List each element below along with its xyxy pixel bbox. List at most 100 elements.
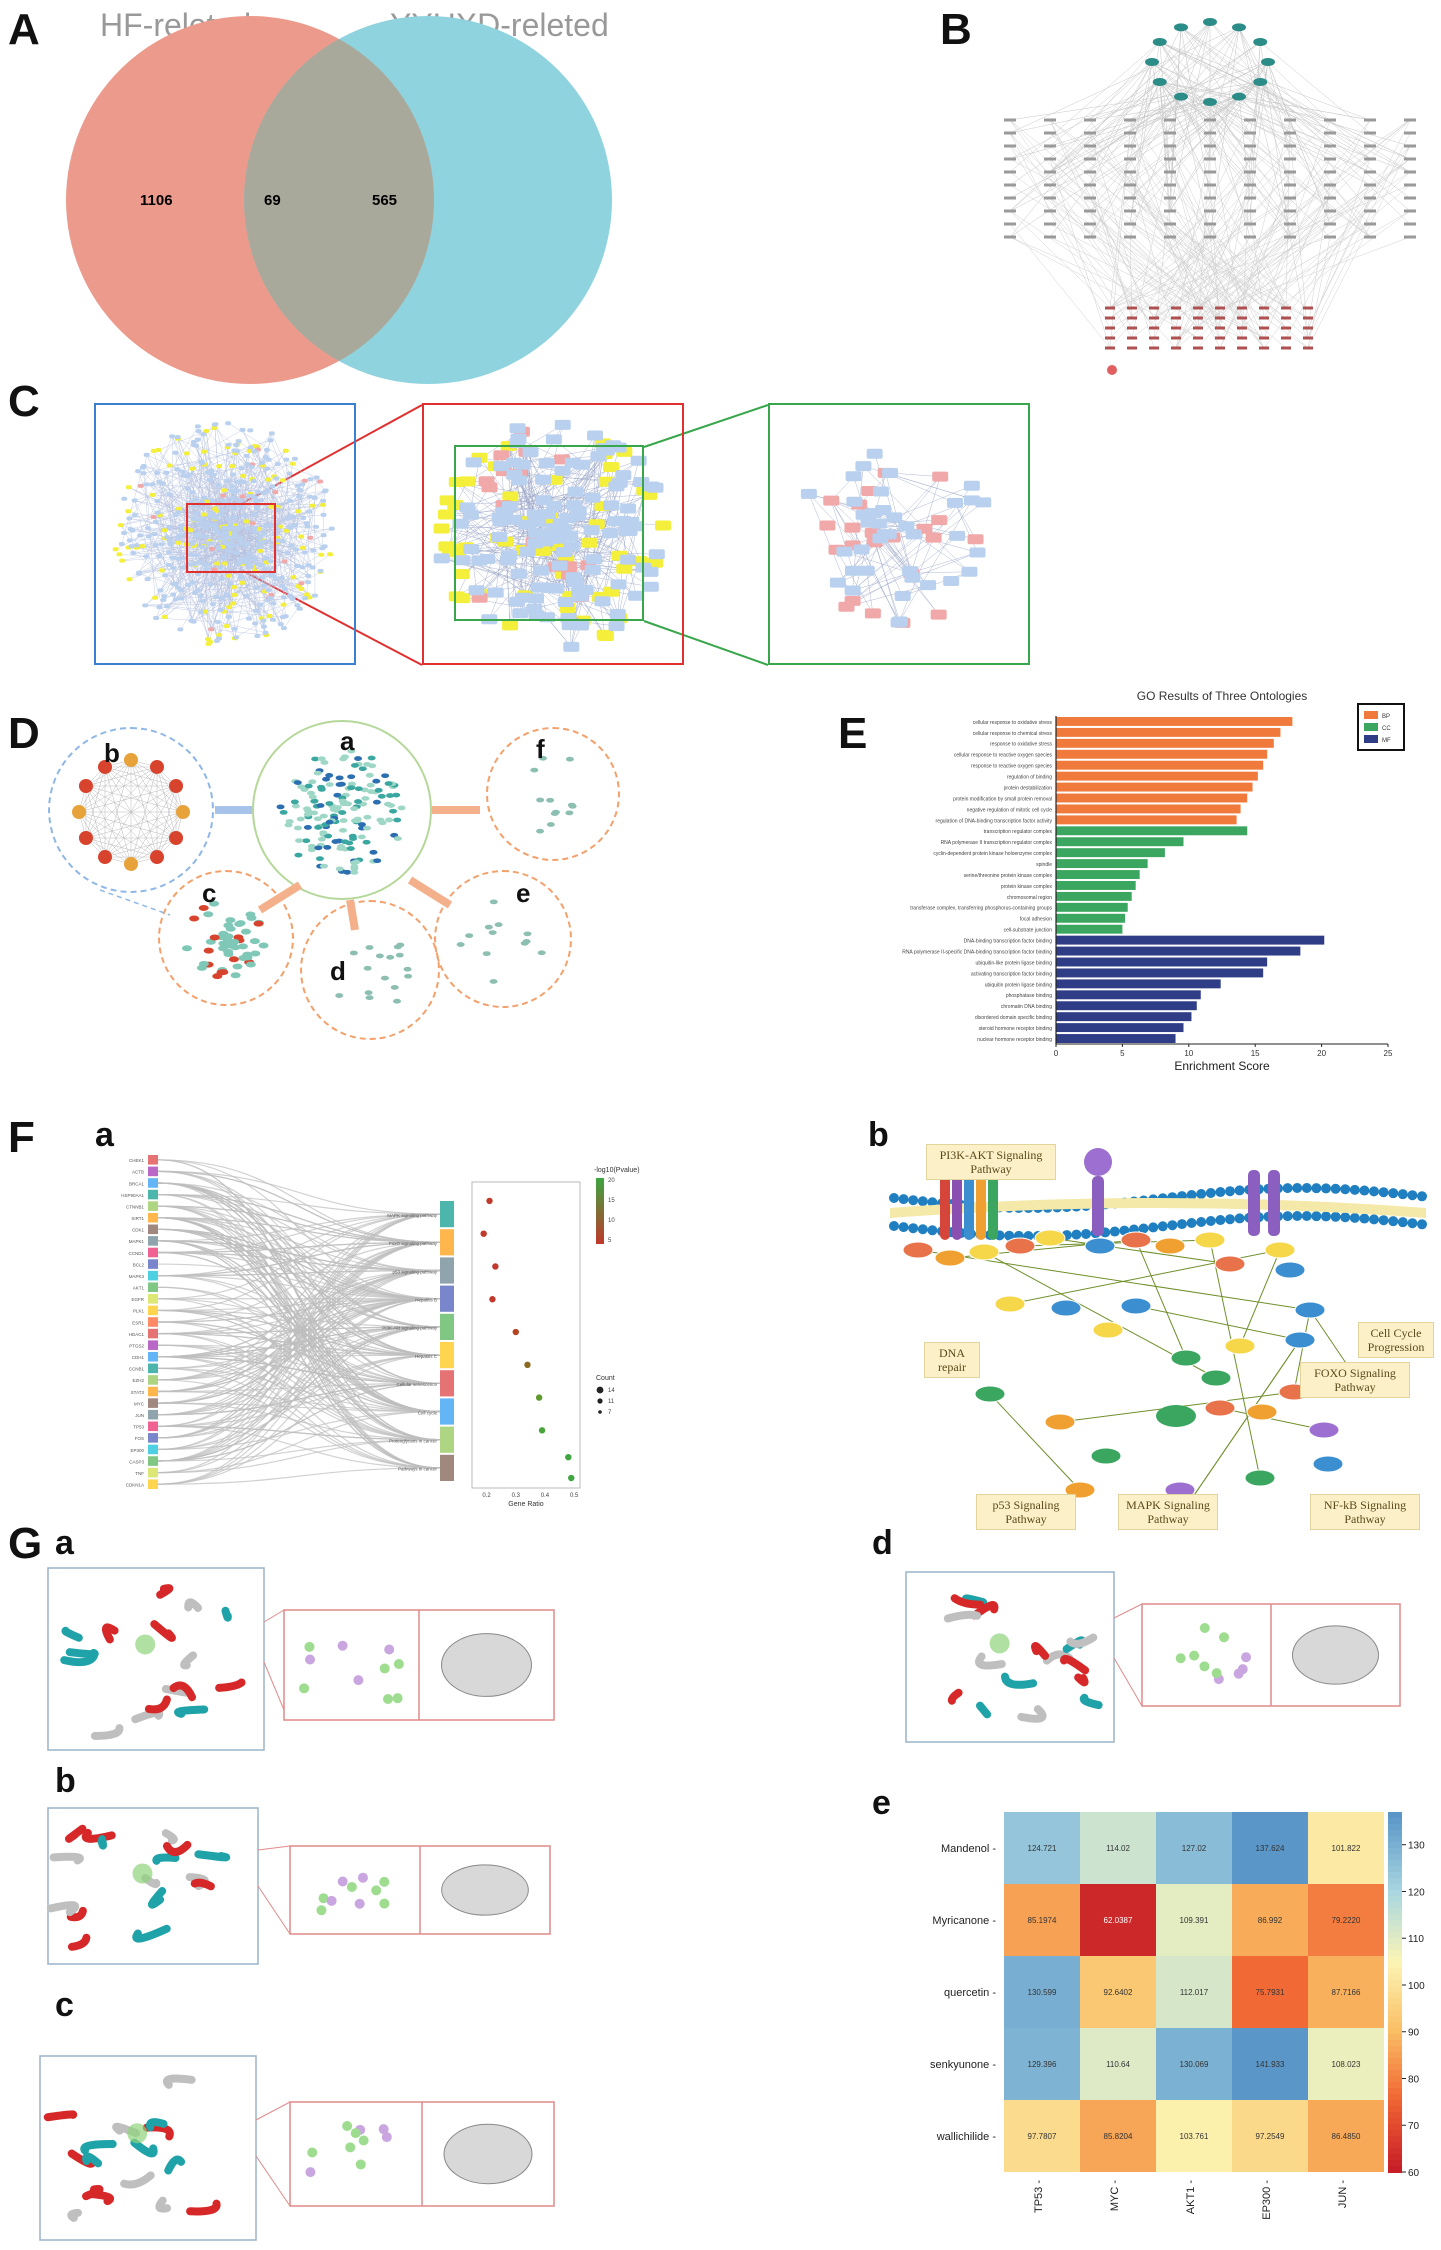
sankey-flow: [157, 1321, 441, 1384]
colorbar-segment: [1388, 1878, 1402, 1885]
ppi-edge: [202, 578, 222, 601]
module-node: [374, 787, 383, 793]
gene-block: [148, 1479, 158, 1489]
disease-node: [1259, 326, 1269, 330]
protein-node: [943, 576, 960, 587]
module-edge: [104, 766, 177, 787]
residue-node: [337, 1876, 348, 1887]
protein-node: [844, 595, 861, 606]
protein-node: [294, 564, 301, 569]
network-edge: [1169, 21, 1211, 134]
network-edge: [1153, 171, 1291, 319]
heatmap-cell: [1308, 2028, 1384, 2100]
module-edge: [85, 759, 132, 839]
network-edge: [1169, 101, 1211, 147]
module-edge: [104, 759, 132, 858]
arrow-to-c: [257, 881, 303, 914]
protein-node: [609, 608, 626, 619]
protein-node: [1044, 1413, 1076, 1431]
protein-node: [279, 478, 286, 483]
pathway-block: [440, 1201, 454, 1228]
pathway-block: [440, 1285, 454, 1312]
target-node: [1364, 144, 1376, 148]
protein-node: [307, 477, 314, 482]
colorbar-tick-label: 120: [1408, 1887, 1425, 1898]
protein-node: [139, 465, 146, 470]
module-node: [403, 966, 412, 972]
residue-node: [383, 1694, 394, 1705]
protein-node: [213, 595, 220, 600]
ingredient-node: [1253, 38, 1268, 46]
target-node: [1244, 144, 1256, 148]
network-edge: [1049, 145, 1265, 309]
heatmap-cell: [1156, 2028, 1232, 2100]
secondary-structure: [90, 1724, 124, 1740]
pathway-label: p53 signaling pathway: [392, 1269, 437, 1274]
protein-node: [288, 543, 295, 548]
protein-node: [161, 614, 168, 619]
gene-label: TP53: [133, 1425, 144, 1430]
protein-node: [303, 521, 310, 526]
module-node: [546, 797, 555, 803]
protein-node: [581, 537, 598, 548]
count-legend-dot: [598, 1410, 602, 1414]
heatmap-cell: [1232, 2028, 1308, 2100]
protein-node: [239, 427, 246, 432]
protein-node: [257, 602, 264, 607]
residue-node: [392, 1693, 403, 1704]
protein-node: [261, 583, 268, 588]
secondary-structure: [156, 1584, 174, 1599]
gene-label: EGFR: [131, 1297, 144, 1302]
module-node: [361, 796, 370, 801]
module-node: [325, 773, 334, 778]
network-edge: [1197, 119, 1411, 329]
x-tick-label: 25: [1384, 1049, 1393, 1058]
ingredient-node: [1253, 78, 1268, 86]
module-node: [375, 953, 384, 959]
ppi-edge: [272, 486, 300, 491]
sankey-flow: [157, 1241, 441, 1427]
membrane-head: [1369, 1186, 1379, 1197]
go-bar: [1056, 717, 1293, 726]
target-node: [1324, 183, 1336, 187]
target-node: [1084, 131, 1096, 135]
disease-node: [1193, 316, 1203, 320]
protein-node: [265, 588, 272, 593]
module-node: [337, 844, 346, 849]
network-edge: [1159, 81, 1211, 147]
protein-node: [237, 541, 244, 546]
network-edge: [1249, 41, 1261, 186]
module-node: [319, 863, 328, 869]
protein-node: [116, 552, 123, 557]
protein-node: [262, 630, 269, 635]
secondary-structure: [215, 1678, 246, 1692]
zoom-line: [257, 1845, 291, 1851]
protein-node: [642, 581, 659, 592]
protein-node: [183, 451, 190, 456]
protein-node: [213, 638, 220, 643]
residue-node: [305, 2167, 316, 2178]
network-edge: [1049, 96, 1182, 186]
sankey-flow: [157, 1205, 441, 1243]
protein-node: [247, 428, 254, 433]
protein-node: [213, 529, 220, 534]
enrichment-dot: [489, 1296, 496, 1303]
sankey-flow: [157, 1356, 441, 1441]
sankey-flow: [157, 1228, 441, 1384]
protein-node: [214, 619, 221, 624]
protein-node: [317, 568, 324, 573]
gene-block: [148, 1282, 158, 1293]
target-node: [1404, 235, 1416, 239]
protein-node: [167, 542, 174, 547]
disease-node: [1149, 316, 1159, 320]
protein-node: [193, 511, 200, 516]
protein-node: [244, 526, 251, 531]
go-term-label: disordered domain specific binding: [975, 1015, 1052, 1021]
ingredient-node: [1203, 18, 1217, 26]
protein-node: [974, 1385, 1006, 1403]
protein-node: [161, 528, 168, 533]
membrane-head: [1167, 1220, 1178, 1231]
ppi-edge: [471, 549, 477, 591]
network-edge: [1129, 223, 1309, 349]
target-node: [1044, 157, 1056, 161]
